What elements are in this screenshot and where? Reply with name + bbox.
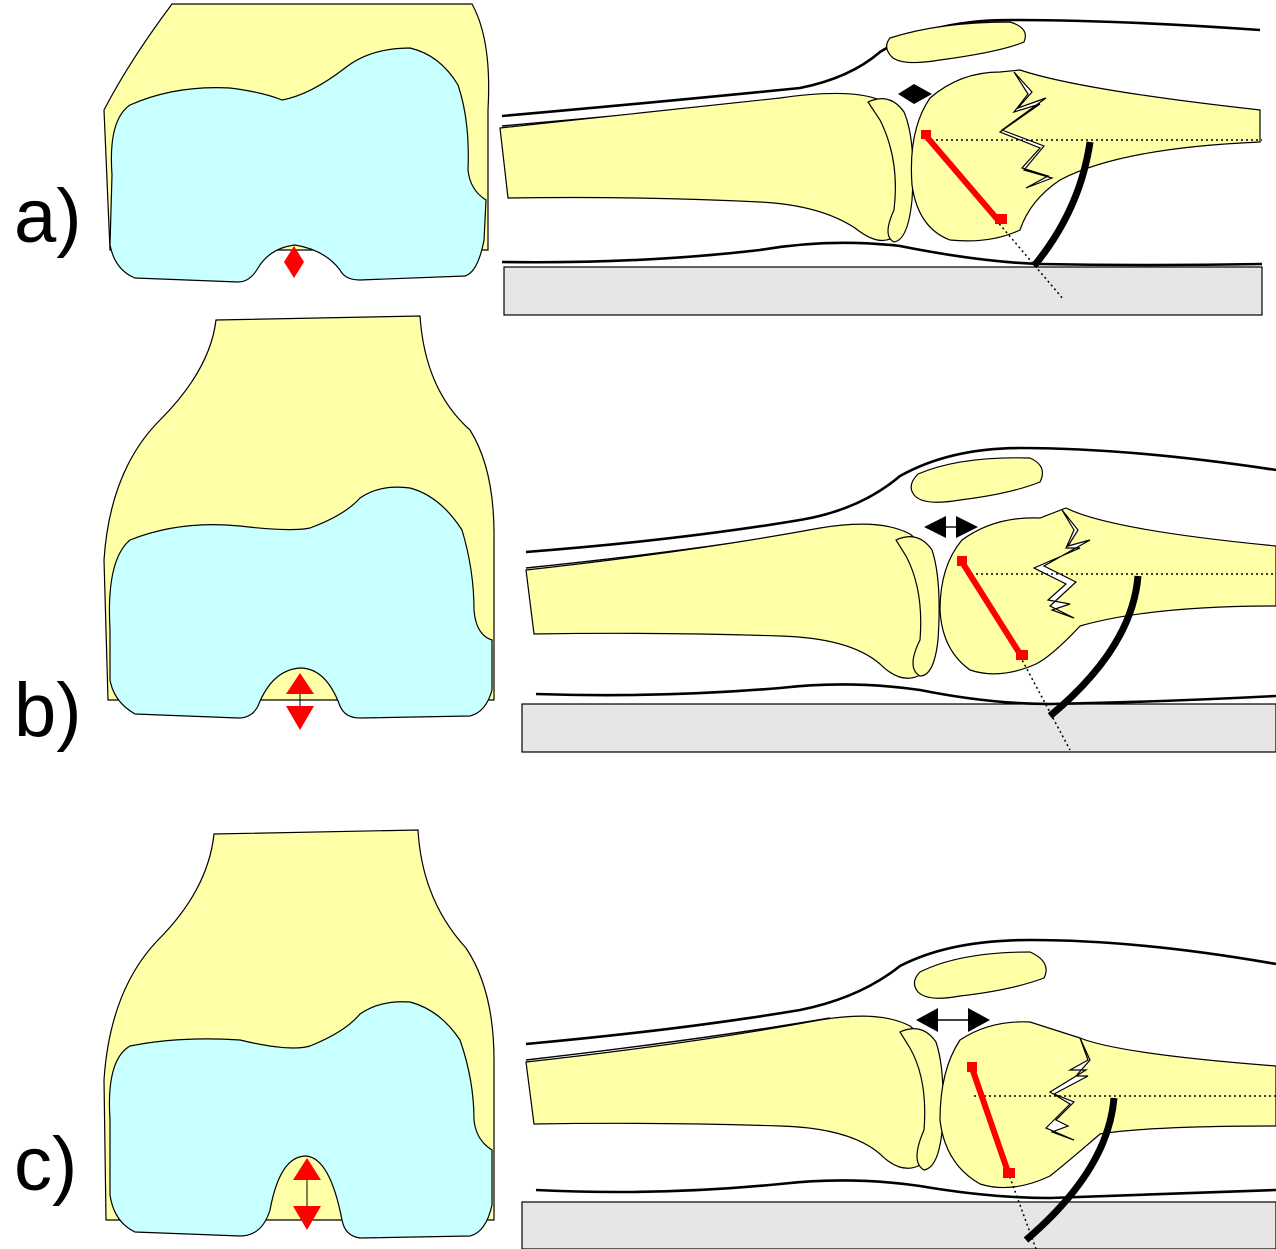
panel-a-red-marker (284, 246, 304, 278)
panel-c-red-end-bottom (1003, 1168, 1015, 1178)
panel-c-femur (940, 1022, 1276, 1188)
panel-c: c) (14, 830, 1276, 1249)
panel-b-patella (911, 458, 1042, 502)
panel-c-black-arrow-left (916, 1008, 938, 1032)
panel-a-skin-bottom (502, 243, 1262, 265)
panel-b-red-end-bottom (1016, 650, 1028, 660)
panel-c-skin-bottom (536, 1180, 1276, 1198)
panel-b-red-arrow-down (286, 706, 314, 730)
panel-a-black-diamond (898, 84, 932, 104)
panel-b-skin-bottom (536, 684, 1276, 704)
panel-b-front-view (104, 316, 494, 730)
panel-a-red-end-top (921, 130, 931, 139)
panel-a-table (504, 267, 1262, 315)
panel-b-black-arrow-left (924, 516, 946, 538)
panel-a-tibia (500, 93, 906, 240)
panel-b-label: b) (14, 668, 82, 753)
panel-a: a) (14, 4, 1262, 315)
panel-b-side-view (522, 448, 1276, 752)
panel-b-table (522, 704, 1276, 752)
panel-a-front-view (104, 4, 489, 282)
panel-b-red-end-top (957, 556, 967, 566)
panel-c-label: c) (14, 1122, 77, 1207)
panel-a-side-view (500, 20, 1262, 315)
panel-c-side-view (522, 940, 1276, 1249)
panel-c-patella (914, 952, 1046, 998)
panel-b: b) (14, 316, 1276, 753)
panel-c-table (522, 1202, 1276, 1249)
panel-a-label: a) (14, 174, 82, 259)
panel-a-patella (887, 22, 1026, 63)
panel-c-front-view (104, 830, 494, 1238)
panel-c-red-end-top (967, 1062, 977, 1072)
panel-a-red-end-bottom (995, 214, 1007, 224)
